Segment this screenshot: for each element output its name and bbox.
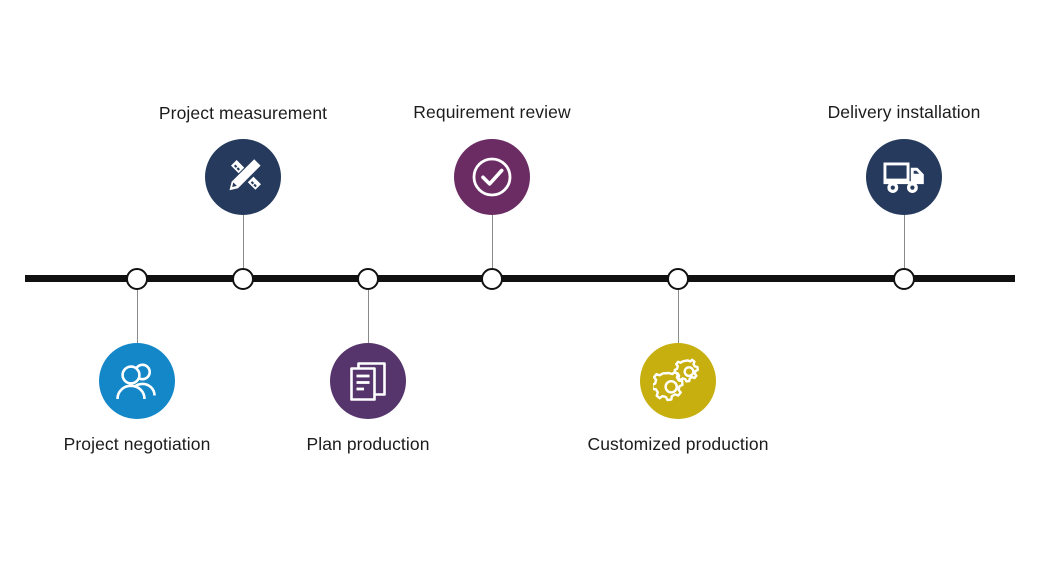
step-icon-bubble-customized-production[interactable] bbox=[640, 343, 716, 419]
step-icon-bubble-requirement-review[interactable] bbox=[454, 139, 530, 215]
timeline-node-3[interactable] bbox=[357, 268, 379, 290]
timeline-node-5[interactable] bbox=[667, 268, 689, 290]
step-icon-bubble-project-measurement[interactable] bbox=[205, 139, 281, 215]
connector-line-1 bbox=[136, 290, 138, 343]
timeline-axis bbox=[25, 275, 1015, 282]
connector-line-3 bbox=[367, 290, 369, 343]
gears-icon bbox=[653, 357, 703, 405]
connector-line-6 bbox=[903, 215, 905, 268]
delivery-truck-icon bbox=[880, 156, 928, 198]
check-circle-icon bbox=[468, 153, 516, 201]
step-caption-delivery-installation: Delivery installation bbox=[827, 102, 981, 122]
step-caption-project-negotiation: Project negotiation bbox=[63, 434, 211, 454]
timeline-node-1[interactable] bbox=[126, 268, 148, 290]
timeline-node-6[interactable] bbox=[893, 268, 915, 290]
stacked-documents-icon bbox=[347, 359, 389, 403]
connector-line-2 bbox=[242, 215, 244, 268]
timeline-node-4[interactable] bbox=[481, 268, 503, 290]
two-people-icon bbox=[114, 359, 160, 403]
step-caption-plan-production: Plan production bbox=[306, 434, 430, 454]
step-icon-bubble-plan-production[interactable] bbox=[330, 343, 406, 419]
step-icon-bubble-project-negotiation[interactable] bbox=[99, 343, 175, 419]
step-icon-bubble-delivery-installation[interactable] bbox=[866, 139, 942, 215]
step-caption-project-measurement: Project measurement bbox=[158, 103, 328, 123]
pencil-ruler-icon bbox=[220, 154, 266, 200]
timeline-node-2[interactable] bbox=[232, 268, 254, 290]
step-caption-customized-production: Customized production bbox=[587, 434, 769, 454]
step-caption-requirement-review: Requirement review bbox=[413, 102, 571, 122]
connector-line-4 bbox=[491, 215, 493, 268]
connector-line-5 bbox=[677, 290, 679, 343]
